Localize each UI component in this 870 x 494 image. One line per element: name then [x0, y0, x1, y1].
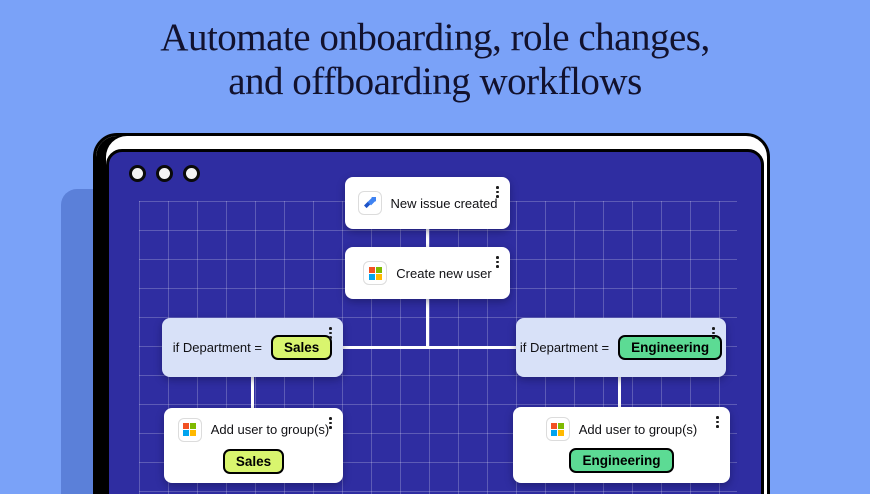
window-control-dot[interactable] [156, 165, 173, 182]
kebab-menu-icon[interactable] [710, 325, 717, 341]
connector-create-to-branch [426, 299, 429, 349]
kebab-menu-icon[interactable] [327, 415, 334, 431]
node-label: Create new user [396, 265, 492, 281]
kebab-menu-icon[interactable] [714, 414, 721, 430]
node-label: New issue created [390, 195, 498, 211]
window-controls [129, 165, 200, 182]
microsoft-icon [177, 417, 202, 442]
department-value-badge: Engineering [618, 335, 723, 360]
microsoft-icon [363, 261, 388, 285]
connector-trigger-to-create [426, 229, 429, 248]
window-control-dot[interactable] [129, 165, 146, 182]
node-condition-engineering[interactable]: if Department = Engineering [516, 318, 726, 377]
connector-sales-branch [251, 377, 254, 408]
microsoft-icon [545, 417, 570, 441]
page-title-line1: Automate onboarding, role changes, [160, 16, 710, 59]
group-value-badge: Engineering [569, 448, 674, 473]
node-new-issue-created[interactable]: New issue created [345, 177, 510, 229]
condition-label: if Department = [519, 340, 610, 355]
page-title: Automate onboarding, role changes, and o… [0, 16, 870, 103]
group-value-badge: Sales [222, 448, 285, 474]
node-label: Add user to group(s) [578, 421, 698, 437]
kebab-menu-icon[interactable] [494, 254, 501, 270]
kebab-menu-icon[interactable] [327, 325, 334, 341]
window-control-dot[interactable] [183, 165, 200, 182]
jira-icon [357, 191, 382, 215]
node-create-new-user[interactable]: Create new user [345, 247, 510, 299]
node-add-user-engineering[interactable]: Add user to group(s) Engineering [513, 407, 730, 483]
connector-branch-horizontal [343, 346, 516, 349]
kebab-menu-icon[interactable] [494, 184, 501, 200]
connector-engineering-branch [618, 377, 621, 408]
department-value-badge: Sales [270, 335, 333, 360]
node-condition-sales[interactable]: if Department = Sales [162, 318, 343, 377]
node-add-user-sales[interactable]: Add user to group(s) Sales [164, 408, 343, 483]
condition-label: if Department = [172, 340, 262, 355]
node-label: Add user to group(s) [210, 422, 330, 437]
page-title-line2: and offboarding workflows [228, 59, 642, 103]
